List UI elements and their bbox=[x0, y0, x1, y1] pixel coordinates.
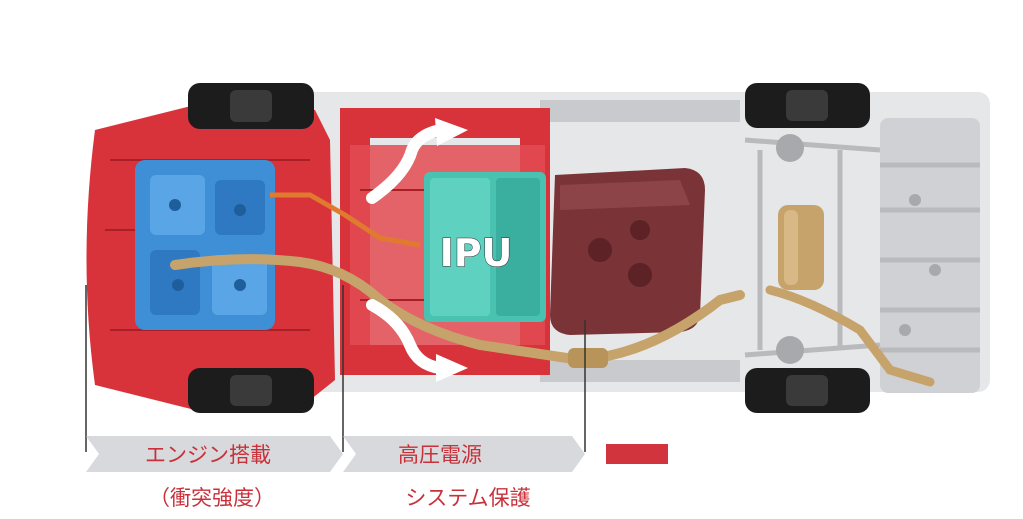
airflow-arrows bbox=[366, 118, 468, 382]
hv-cable bbox=[270, 192, 421, 248]
zone-banner-engine bbox=[86, 436, 343, 472]
airflow-arrow-lower-head bbox=[436, 354, 468, 382]
zone-engine-title: エンジン搭載 bbox=[145, 443, 271, 467]
tires bbox=[188, 83, 870, 413]
zone-guide-lines bbox=[85, 285, 586, 452]
airflow-arrow-lower bbox=[366, 299, 446, 374]
zone-hv-title: 高圧電源 bbox=[398, 443, 482, 467]
fuel-tank bbox=[550, 168, 705, 335]
engine-block bbox=[135, 160, 275, 330]
ipu-battery-pack bbox=[424, 172, 546, 322]
airflow-arrow-upper-head bbox=[435, 118, 468, 146]
exhaust-system bbox=[170, 205, 935, 387]
zone-engine-subtitle: （衝突強度） bbox=[149, 486, 275, 510]
zone-banner-hv bbox=[343, 436, 585, 472]
airflow-arrow-upper bbox=[366, 124, 446, 204]
ipu-label: IPU bbox=[440, 231, 513, 275]
zone-hv-subtitle: システム保護 bbox=[405, 486, 530, 510]
legend-swatch-red bbox=[606, 444, 668, 464]
